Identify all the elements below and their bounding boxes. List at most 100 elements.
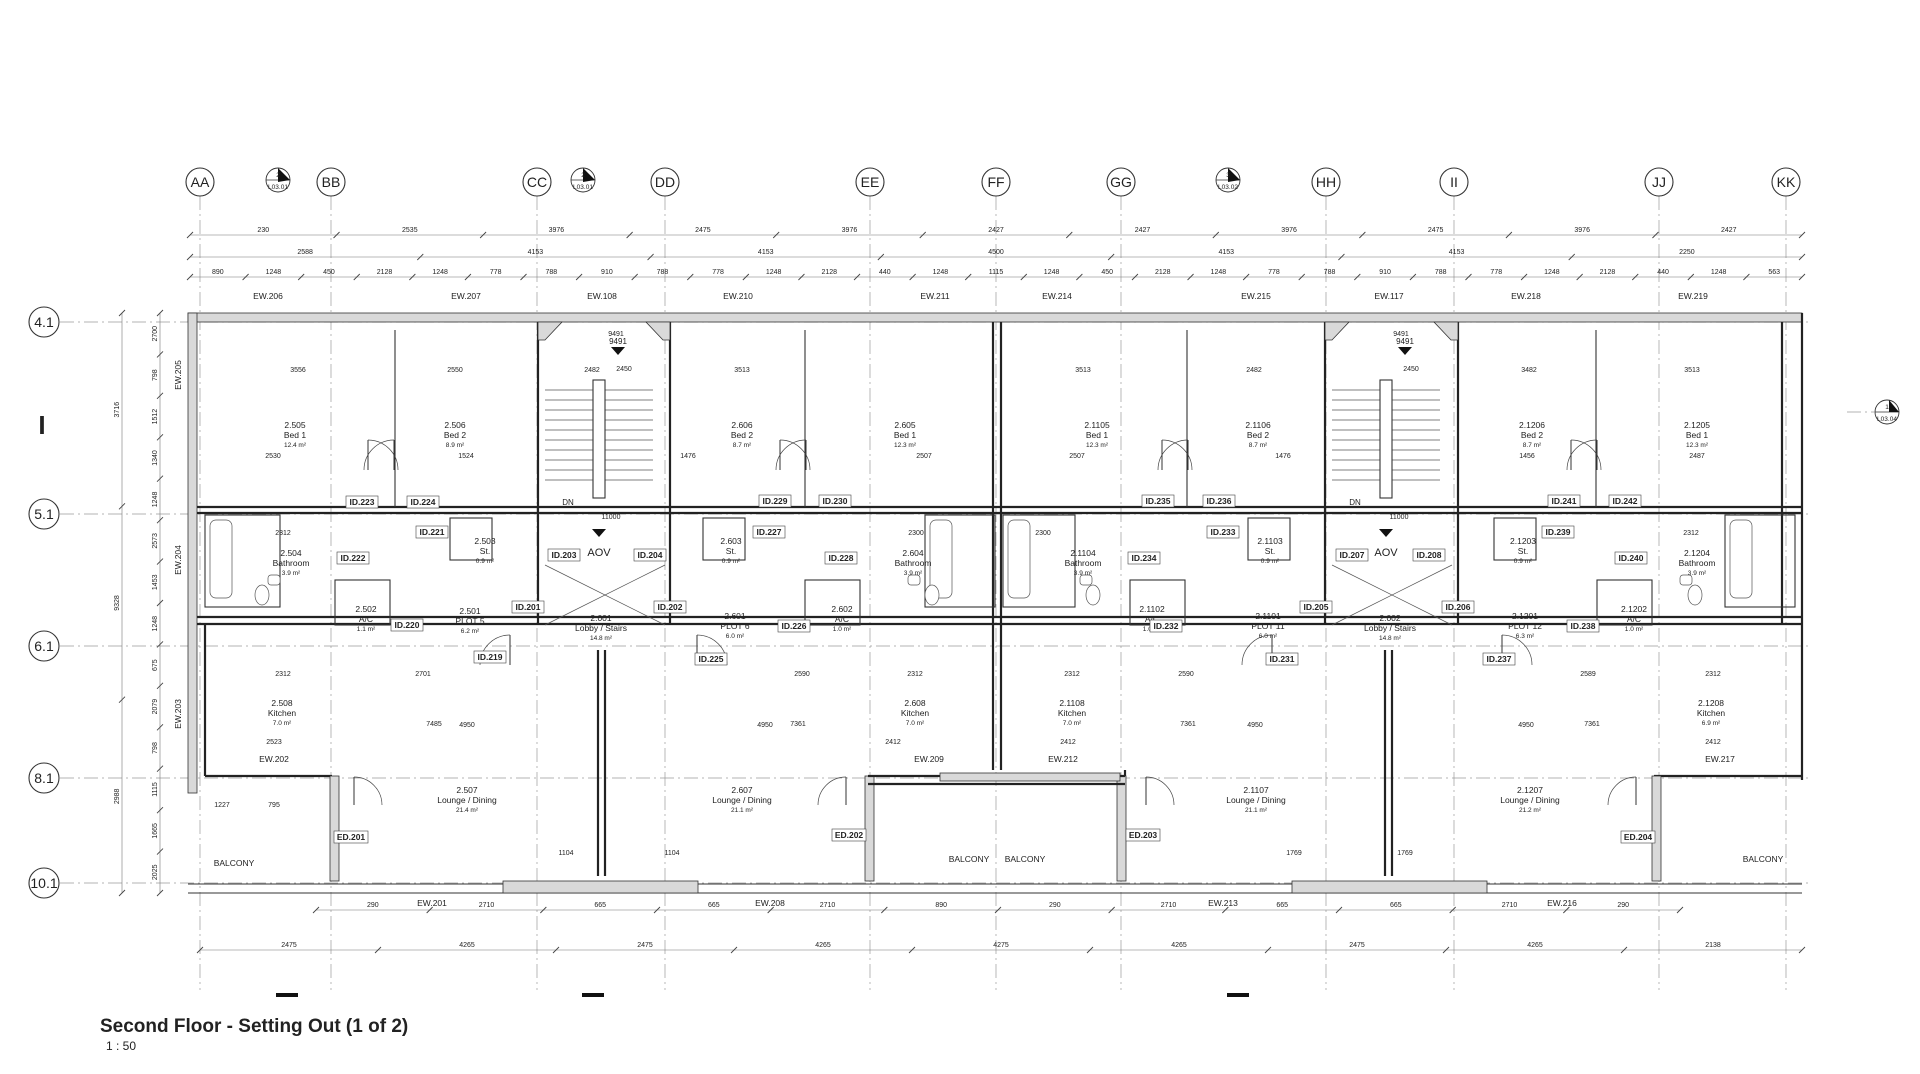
grid-bubble-col — [1439, 167, 1469, 197]
grid-bubble-row — [28, 498, 60, 530]
internal-door-tag: ID.229 — [762, 496, 787, 506]
interior-dimension-value: 3513 — [1075, 367, 1091, 374]
external-wall-tag: EW.207 — [451, 291, 481, 301]
room-area: 21.2 m² — [1519, 807, 1542, 814]
internal-door-tag: ID.242 — [1612, 496, 1637, 506]
dimension-value: 1248 — [933, 269, 949, 276]
dimension-value: 2475 — [281, 942, 297, 949]
room-area: 0.9 m² — [1514, 558, 1533, 565]
grid-bubble-col — [855, 167, 885, 197]
internal-door-tag: ID.206 — [1445, 602, 1470, 612]
room-number: 2.502 — [355, 604, 377, 614]
external-wall-tag: EW.211 — [920, 291, 949, 301]
external-door-tag: ED.202 — [835, 830, 864, 840]
room-name: A/C — [1145, 614, 1159, 624]
dimension-value: 2427 — [1721, 227, 1737, 234]
room-name: Lobby / Stairs — [575, 623, 627, 633]
section-mark-number: 2 — [276, 172, 280, 179]
dimension-value: 2128 — [377, 269, 393, 276]
dimension-value: 2128 — [1600, 269, 1616, 276]
door-swing-arc — [1566, 439, 1598, 471]
interior-dimension-value: 2312 — [1064, 671, 1080, 678]
dimension-value: 2475 — [637, 942, 653, 949]
interior-dimension-value: 3513 — [1684, 367, 1700, 374]
dimension-value: 1340 — [152, 450, 159, 466]
interior-dimension-value: 7361 — [1584, 721, 1600, 728]
section-mark-ref: L03.04 — [1877, 416, 1897, 423]
dimension-value: 2079 — [152, 699, 159, 715]
door-swing-arc — [367, 439, 399, 471]
door-tag-box — [1608, 494, 1642, 508]
dimension-value: 3976 — [549, 227, 565, 234]
door-tag-box — [473, 650, 507, 664]
toilet-icon — [924, 584, 940, 606]
room-name: Lounge / Dining — [712, 795, 772, 805]
bathtub-icon — [929, 519, 953, 599]
room-number: 2.1106 — [1245, 420, 1271, 430]
interior-dimension-value: 1227 — [214, 802, 230, 809]
room-name: Bathroom — [895, 558, 932, 568]
room-area: 21.1 m² — [1245, 807, 1268, 814]
door-tag-box — [345, 495, 379, 509]
room-name: Bed 1 — [894, 430, 916, 440]
door-swings — [353, 439, 1637, 806]
grid-label-col: II — [1450, 174, 1458, 190]
room-name: Lounge / Dining — [437, 795, 497, 805]
section-arrow-icon — [278, 168, 290, 182]
interior-dimension-value: 2482 — [584, 367, 600, 374]
dimension-value: 2710 — [479, 902, 495, 909]
room-number: 2.1207 — [1517, 785, 1543, 795]
section-arrow-icon — [1228, 168, 1240, 182]
room-area: 14.8 m² — [590, 635, 613, 642]
grid-label-col: HH — [1316, 174, 1336, 190]
external-wall-tag: EW.217 — [1705, 754, 1735, 764]
room-name: St. — [1265, 546, 1275, 556]
room-area: 6.0 m² — [1259, 633, 1278, 640]
aov-label: AOV — [1374, 547, 1398, 559]
door-tag-box — [1566, 619, 1600, 633]
internal-door-tag: ID.238 — [1570, 621, 1595, 631]
door-swing-arc — [1157, 439, 1189, 471]
interior-dimension-value: 2450 — [1403, 366, 1419, 373]
grid-bubble-col — [1106, 167, 1136, 197]
interior-dimension-value: 2507 — [916, 453, 932, 460]
dimension-value: 1453 — [152, 574, 159, 590]
stair-level: 9491 — [1396, 337, 1414, 346]
room-area: 12.3 m² — [1086, 442, 1109, 449]
room-number: 2.1205 — [1684, 420, 1710, 430]
door-tag-box — [752, 525, 786, 539]
dimension-value: 788 — [545, 269, 557, 276]
dimension-value: 450 — [1101, 269, 1113, 276]
room-area: 0.9 m² — [722, 558, 741, 565]
left-break-mark: I — [38, 410, 45, 440]
room-number: 2.1208 — [1698, 698, 1724, 708]
external-wall-tag: EW.219 — [1678, 291, 1708, 301]
aov-marker-icon — [1379, 529, 1393, 537]
interior-dimension-value: 2412 — [1060, 739, 1076, 746]
door-tag-box — [1206, 525, 1240, 539]
dimension-value: 2988 — [114, 788, 121, 804]
room-number: 2.506 — [444, 420, 466, 430]
section-mark-number: 1 — [1885, 404, 1889, 411]
door-tag-box — [1335, 548, 1369, 562]
dimension-value: 290 — [1049, 902, 1061, 909]
door-tag-box — [818, 494, 852, 508]
grid-bubble-row — [28, 762, 60, 794]
external-wall-tag: EW.210 — [723, 291, 753, 301]
room-area: 14.8 m² — [1379, 635, 1402, 642]
dimension-value: 2138 — [1705, 942, 1721, 949]
dimension-value: 665 — [1390, 902, 1402, 909]
grid-bubble-col — [981, 167, 1011, 197]
external-wall-tag: EW.204 — [173, 545, 183, 575]
door-tag-box — [653, 600, 687, 614]
dimension-value: 1248 — [1544, 269, 1560, 276]
drawing-title: Second Floor - Setting Out (1 of 2) — [100, 1016, 408, 1037]
basin-icon — [907, 574, 921, 586]
room-number: 2.001 — [590, 613, 612, 623]
interior-dimension-value: 1524 — [458, 453, 474, 460]
room-number: 2.607 — [731, 785, 753, 795]
dimension-value: 450 — [323, 269, 335, 276]
interior-dimension-value: 9491 — [608, 331, 624, 338]
room-area: 7.0 m² — [1063, 720, 1082, 727]
